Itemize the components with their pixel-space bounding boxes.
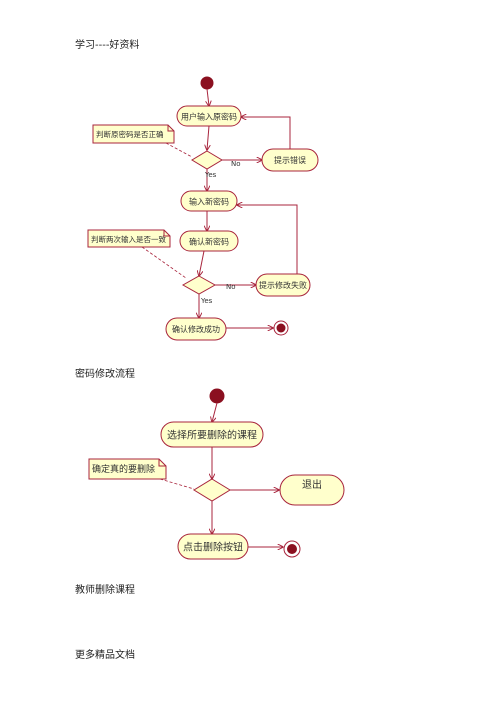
- activity-confirm-success-label: 确认修改成功: [172, 324, 220, 334]
- note-check-old-password-text: 判断原密码是否正确: [96, 129, 164, 139]
- page-header: 学习----好资料: [75, 40, 140, 51]
- decision-passwords-match: [181, 275, 217, 295]
- activity-enter-new-password-label: 输入新密码: [189, 197, 229, 207]
- note-check-twice-text: 判断两次输入是否一致: [91, 234, 166, 244]
- note-check-old-password: [92, 124, 175, 144]
- activity-exit-label: 退出: [302, 478, 322, 491]
- activity-exit: [279, 474, 345, 506]
- diagram2-caption: 教师删除课程: [75, 585, 135, 596]
- activity-prompt-fail: [255, 273, 311, 297]
- label-no-2: No: [226, 283, 236, 291]
- label-yes-1: Yes: [204, 171, 217, 179]
- activity-confirm-new-password: [179, 230, 239, 252]
- diagram1-caption: 密码修改流程: [75, 369, 135, 380]
- page-footer: 更多精品文档: [75, 650, 135, 661]
- activity-confirm-success: [165, 317, 227, 341]
- decision-old-password: [191, 150, 223, 170]
- end-node-2-inner: [287, 544, 297, 554]
- note-confirm-delete-text: 确定真的要删除: [92, 463, 155, 475]
- activity-enter-old-password-label: 用户输入原密码: [181, 112, 237, 122]
- activity-prompt-fail-label: 提示修改失败: [259, 280, 307, 290]
- activity-select-course-label: 选择所要删除的课程: [167, 429, 257, 442]
- activity-prompt-error-label: 提示错误: [274, 155, 306, 165]
- decision-confirm-delete: [193, 478, 231, 502]
- note-check-twice: [87, 229, 171, 248]
- activity-enter-new-password: [180, 190, 238, 212]
- activity-click-delete-label: 点击删除按钮: [183, 541, 243, 554]
- activity-confirm-new-password-label: 确认新密码: [189, 237, 229, 247]
- start-node-2: [209, 388, 225, 404]
- note-confirm-delete: [88, 458, 167, 480]
- label-yes-2: Yes: [200, 297, 213, 305]
- end-node-inner: [276, 323, 286, 333]
- start-node: [200, 76, 214, 90]
- label-no-1: No: [231, 160, 241, 168]
